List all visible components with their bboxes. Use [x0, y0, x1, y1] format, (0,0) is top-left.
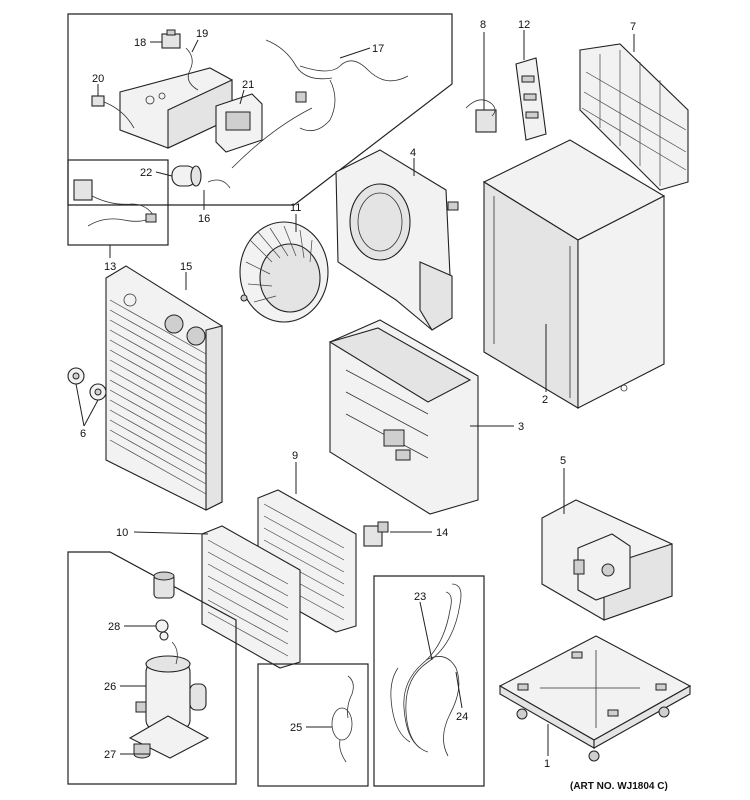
compressor-part-26 — [128, 641, 210, 759]
part-13-box — [67, 159, 169, 246]
switch-part-18 — [161, 29, 181, 49]
callout-3: 3 — [518, 421, 524, 433]
callout-6: 6 — [80, 428, 86, 440]
callout-21: 21 — [242, 79, 254, 91]
callout-numbers: 1 2 3 4 5 6 7 8 9 10 11 12 13 14 15 16 1… — [80, 19, 636, 770]
leader-lines — [75, 30, 635, 756]
knobs-part-6 — [67, 367, 107, 401]
compressor-group-outline — [67, 551, 237, 785]
callout-1: 1 — [544, 758, 550, 770]
front-panel-part-15 — [105, 265, 223, 511]
part-25-box — [257, 663, 369, 787]
condenser-coil-part-10 — [201, 525, 301, 669]
callout-17: 17 — [372, 43, 384, 55]
bracket-wire — [207, 179, 231, 189]
callout-16: 16 — [198, 213, 210, 225]
callout-10: 10 — [116, 527, 128, 539]
callout-20: 20 — [92, 73, 104, 85]
wire-part-19 — [185, 47, 199, 91]
callout-25: 25 — [290, 722, 302, 734]
callout-23: 23 — [414, 591, 426, 603]
callout-4: 4 — [410, 147, 416, 159]
callout-11: 11 — [290, 202, 301, 214]
capacitor-part-22 — [171, 165, 202, 187]
callout-12: 12 — [518, 19, 530, 31]
callout-8: 8 — [480, 19, 486, 31]
tubing-part-23 — [390, 583, 462, 753]
blower-wheel-part-11 — [239, 221, 329, 323]
chassis-part-3 — [328, 319, 479, 515]
art-number: (ART NO. WJ1804 C) — [570, 781, 668, 792]
callout-18: 18 — [134, 37, 146, 49]
callout-22: 22 — [140, 167, 152, 179]
callout-14: 14 — [436, 527, 448, 539]
callout-13: 13 — [104, 261, 116, 273]
callout-28: 28 — [108, 621, 120, 633]
tubing-group-outline — [373, 575, 485, 787]
filter-part-7 — [579, 43, 689, 191]
cabinet-part-2 — [482, 139, 666, 409]
control-housing — [119, 67, 263, 153]
callout-19: 19 — [196, 28, 208, 40]
callout-9: 9 — [292, 450, 298, 462]
terminal-cover-part-28 — [153, 571, 175, 641]
grommet-part-27 — [133, 743, 151, 759]
mount-bolt — [135, 701, 147, 713]
callout-15: 15 — [180, 261, 192, 273]
plug-17 — [295, 91, 307, 103]
switch-part-13 — [73, 179, 157, 227]
callout-5: 5 — [560, 455, 566, 467]
callout-2: 2 — [542, 394, 548, 406]
tubing-part-24 — [425, 656, 460, 757]
bracket-part-12 — [515, 57, 547, 141]
base-part-1 — [498, 635, 692, 762]
capillary-tube-part-25 — [331, 675, 354, 763]
callout-27: 27 — [104, 749, 116, 761]
wire-harness-17 — [265, 39, 409, 132]
callout-7: 7 — [630, 21, 636, 33]
float-switch-part-8 — [465, 99, 497, 133]
callout-26: 26 — [104, 681, 116, 693]
fan-shroud-part-4 — [335, 149, 459, 331]
bucket-part-5 — [541, 499, 673, 621]
part-14 — [363, 521, 389, 547]
callout-24: 24 — [456, 711, 468, 723]
capacitor-wire — [231, 107, 313, 169]
